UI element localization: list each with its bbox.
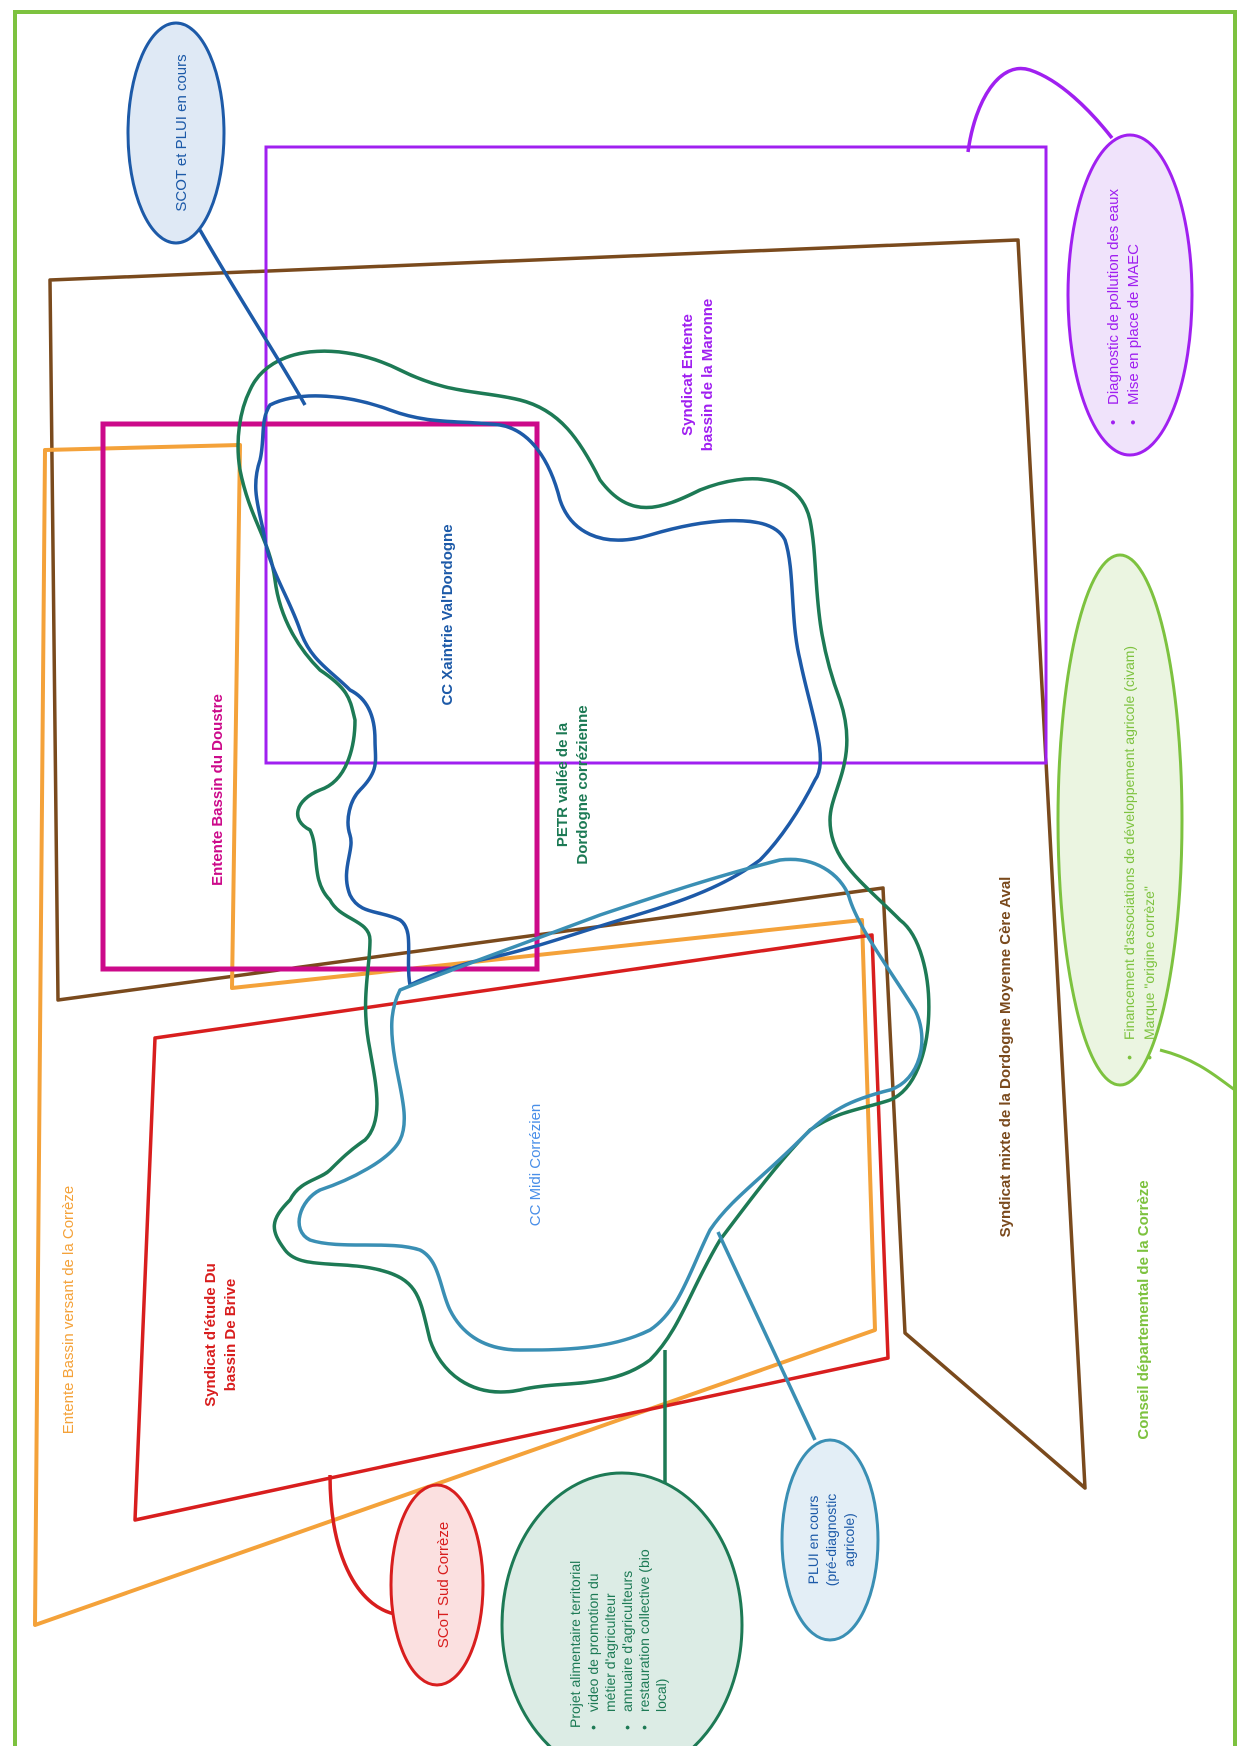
- bullet-projet-1: •: [585, 1725, 601, 1730]
- bubble-projet: [500, 1471, 744, 1746]
- bullet-projet-2: •: [619, 1725, 635, 1730]
- pluie-midi-line-2: (pré-diagnostic: [823, 1494, 839, 1587]
- connector-diagnostic: [966, 66, 1114, 153]
- connector-financement: [1159, 1048, 1236, 1092]
- outer-frame-conseil-departemental: [13, 10, 1237, 1746]
- boundary-entente-doustre: [100, 421, 540, 972]
- projet-item-1-line-1: video de promotion du: [585, 1573, 601, 1712]
- label-petr-1: PETR vallée de la: [554, 722, 571, 847]
- bullet-projet-3: •: [636, 1725, 652, 1730]
- projet-item-3-line-2: local): [653, 1679, 669, 1712]
- bubble-scot-pluie: [126, 21, 226, 245]
- pluie-midi-line-1: PLUI en cours: [805, 1496, 821, 1585]
- boundary-cc-midi: [297, 857, 924, 1352]
- boundary-entente-correze: [33, 443, 877, 1627]
- label-petr-2: Dordogne corrézienne: [574, 705, 591, 864]
- connector-scot-sud: [328, 1474, 401, 1617]
- connector-pluie-midi: [716, 1231, 817, 1441]
- boundary-petr: [236, 349, 931, 1394]
- bubble-diagnostic: [1066, 133, 1194, 457]
- label-cc-xaintrie: CC Xaintrie Val'Dordogne: [439, 524, 456, 705]
- projet-item-1-line-2: métier d'agriculteur: [602, 1593, 618, 1712]
- bubble-scot-sud: [389, 1483, 485, 1687]
- projet-item-3-line-1: restauration collective (bio: [636, 1549, 652, 1712]
- label-entente-doustre: Entente Bassin du Doustre: [209, 694, 226, 886]
- diagnostic-item-2: Mise en place de MAEC: [1125, 244, 1142, 405]
- projet-item-2: annuaire d'agriculteurs: [619, 1571, 635, 1712]
- connector-scot-pluie: [198, 229, 307, 406]
- bubble-financement: [1056, 553, 1184, 1087]
- projet-title: Projet alimentaire territorial: [567, 1561, 583, 1728]
- financement-item-1: Financement d'associations de développem…: [1121, 646, 1137, 1040]
- boundary-syndicat-mixte-upper: [48, 238, 1087, 1490]
- bullet-diagnostic-1: •: [1105, 420, 1122, 425]
- label-scot-sud: SCoT Sud Corrèze: [435, 1522, 452, 1648]
- label-syndicat-brive-2: bassin De Brive: [222, 1279, 239, 1392]
- bubble-pluie-midi: [780, 1438, 880, 1642]
- boundary-syndicat-maronne: [264, 145, 1048, 765]
- label-syndicat-mixte: Syndicat mixte de la Dordogne Moyenne Cè…: [997, 877, 1014, 1238]
- label-entente-correze: Entente Bassin versant de la Corrèze: [60, 1186, 77, 1434]
- label-scot-pluie: SCOT et PLUI en cours: [173, 54, 190, 211]
- label-conseil-departemental: Conseil départemental de la Corrèze: [1135, 1180, 1152, 1439]
- pluie-midi-line-3: agricole): [841, 1513, 857, 1567]
- bullet-financement-2: •: [1141, 1055, 1157, 1060]
- boundary-cc-xaintrie: [253, 394, 823, 987]
- label-cc-midi: CC Midi Corrézien: [527, 1104, 544, 1227]
- financement-item-2: Marque "origine corrèze": [1141, 886, 1157, 1040]
- bullet-financement-1: •: [1121, 1055, 1137, 1060]
- bullet-diagnostic-2: •: [1125, 420, 1142, 425]
- boundary-syndicat-brive: [133, 933, 890, 1522]
- label-syndicat-maronne-2: bassin de la Maronne: [699, 299, 716, 452]
- label-syndicat-brive-1: Syndicat d'étude Du: [202, 1263, 219, 1407]
- label-syndicat-maronne-1: Syndicat Entente: [679, 314, 696, 436]
- diagnostic-item-1: Diagnostic de pollution des eaux: [1105, 189, 1122, 405]
